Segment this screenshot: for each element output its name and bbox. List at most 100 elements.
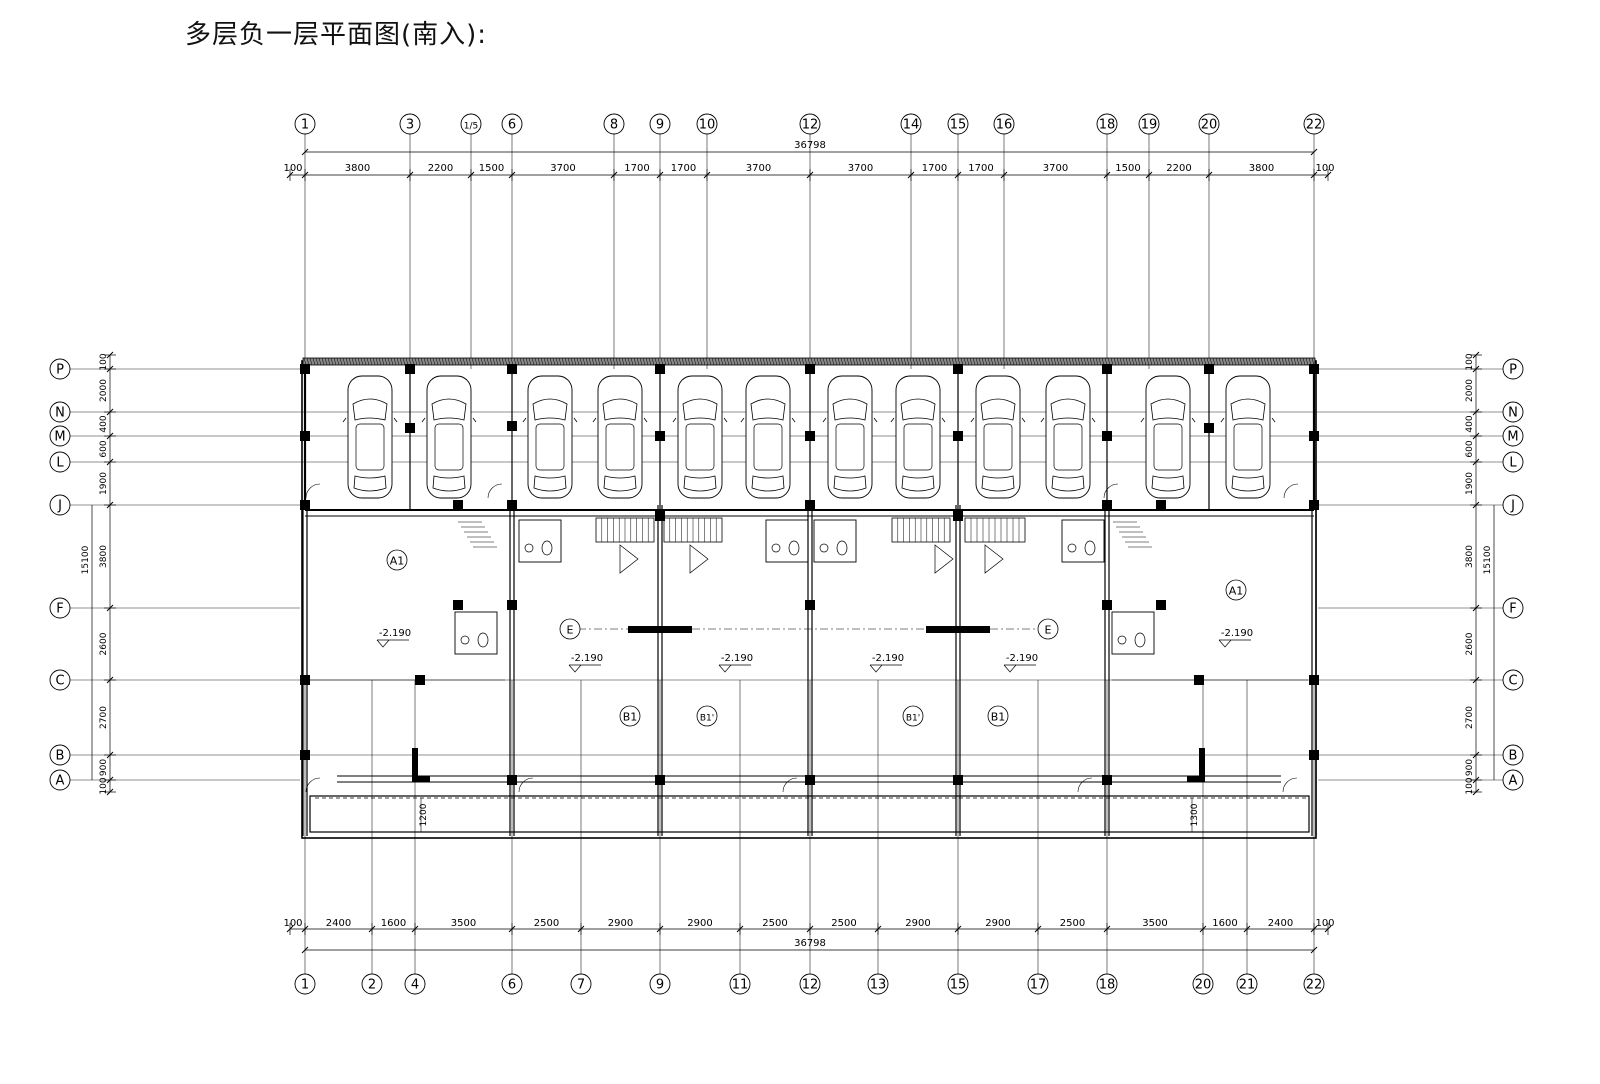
top-axis-bubble-label: 18 (1099, 118, 1116, 133)
north-wall-hatch (1269, 357, 1273, 366)
toilet-room (1111, 611, 1155, 655)
north-wall-hatch (1143, 357, 1147, 366)
north-wall-hatch (1188, 357, 1192, 366)
north-wall-hatch (912, 357, 916, 366)
floor-drain (460, 635, 470, 645)
top-axis-bubble (603, 113, 625, 135)
north-wall-hatch (1191, 357, 1195, 366)
car-mirror (643, 417, 648, 423)
dim-tick (1310, 148, 1318, 156)
north-wall-hatch (795, 357, 799, 366)
car-rear-window (1151, 475, 1185, 492)
north-wall-hatch (1098, 357, 1102, 366)
top-axis-bubble-label: 15 (950, 118, 967, 133)
north-wall-hatch (606, 357, 610, 366)
balcony-dim-label: 1300 (1190, 803, 1200, 826)
bottom-axis-bubble-label: 17 (1030, 978, 1047, 993)
column (507, 500, 517, 510)
north-wall-hatch (948, 357, 952, 366)
north-wall-hatch (531, 357, 535, 366)
vdim-tick (106, 432, 114, 440)
north-wall-hatch (420, 357, 424, 366)
top-axis-bubble (900, 113, 922, 135)
north-wall-hatch (972, 357, 976, 366)
vdim-tick (106, 365, 114, 373)
car-roof (1153, 423, 1183, 471)
door-swing (782, 777, 798, 793)
car-body (895, 375, 941, 499)
north-wall-hatch (1002, 357, 1006, 366)
north-wall-hatch (1155, 357, 1159, 366)
car-mirror (1191, 417, 1196, 423)
vdim-tick (106, 776, 114, 784)
car-mirror (522, 417, 527, 423)
north-wall-hatch (558, 357, 562, 366)
right-axis-bubble-label: J (1510, 499, 1515, 514)
car-rear-window (901, 475, 935, 492)
car-windshield (431, 398, 467, 421)
north-wall-hatch (1230, 357, 1234, 366)
north-wall-hatch (981, 357, 985, 366)
north-wall-hatch (966, 357, 970, 366)
car-body (426, 375, 472, 499)
north-wall-hatch (1170, 357, 1174, 366)
top-dim-label: 1500 (479, 163, 504, 174)
vertical-dim-label: 900 (99, 759, 109, 776)
north-wall-hatch (1254, 357, 1258, 366)
right-axis-bubble (1502, 401, 1524, 423)
north-wall-hatch (810, 357, 814, 366)
north-wall-hatch (813, 357, 817, 366)
north-wall-hatch (963, 357, 967, 366)
column (405, 423, 415, 433)
bottom-axis-bubble (294, 973, 316, 995)
north-wall-hatch (987, 357, 991, 366)
dim-tick (1199, 925, 1207, 933)
dim-tick (656, 925, 664, 933)
north-wall-hatch (492, 357, 496, 366)
north-wall-hatch (555, 357, 559, 366)
north-wall-hatch (303, 357, 307, 366)
column (1102, 364, 1112, 374)
north-wall-hatch (939, 357, 943, 366)
vertical-dim-label: 2600 (99, 632, 109, 655)
north-wall-hatch (1293, 357, 1297, 366)
top-axis-bubble (460, 113, 482, 135)
north-wall-hatch (453, 357, 457, 366)
north-wall-hatch (828, 357, 832, 366)
north-wall-hatch (1083, 357, 1087, 366)
bottom-axis-bubble-label: 13 (870, 978, 887, 993)
level-mark (376, 639, 390, 648)
stair (891, 517, 951, 543)
car-body (677, 375, 723, 499)
top-dim-label: 2200 (428, 163, 453, 174)
north-wall-hatch (780, 357, 784, 366)
north-wall-hatch (1164, 357, 1168, 366)
top-dim-label: 1700 (968, 163, 993, 174)
north-wall-hatch (933, 357, 937, 366)
north-wall-hatch (1287, 357, 1291, 366)
north-wall-hatch (693, 357, 697, 366)
beam (926, 626, 990, 633)
column (507, 364, 517, 374)
left-axis-bubble-label: C (55, 674, 64, 689)
north-wall-hatch (1029, 357, 1033, 366)
stair (964, 517, 1026, 543)
stair-landing (689, 544, 709, 574)
level-label: -2.190 (571, 653, 603, 664)
north-wall-hatch (906, 357, 910, 366)
north-wall-hatch (489, 357, 493, 366)
room-tag (386, 549, 408, 571)
north-wall-hatch (909, 357, 913, 366)
car-body (975, 375, 1021, 499)
north-wall-hatch (1149, 357, 1153, 366)
dim-tick (286, 925, 294, 933)
north-wall-hatch (318, 357, 322, 366)
north-wall-hatch (870, 357, 874, 366)
north-wall-hatch (363, 357, 367, 366)
north-wall-hatch (474, 357, 478, 366)
car-body (1145, 375, 1191, 499)
north-wall-hatch (1245, 357, 1249, 366)
